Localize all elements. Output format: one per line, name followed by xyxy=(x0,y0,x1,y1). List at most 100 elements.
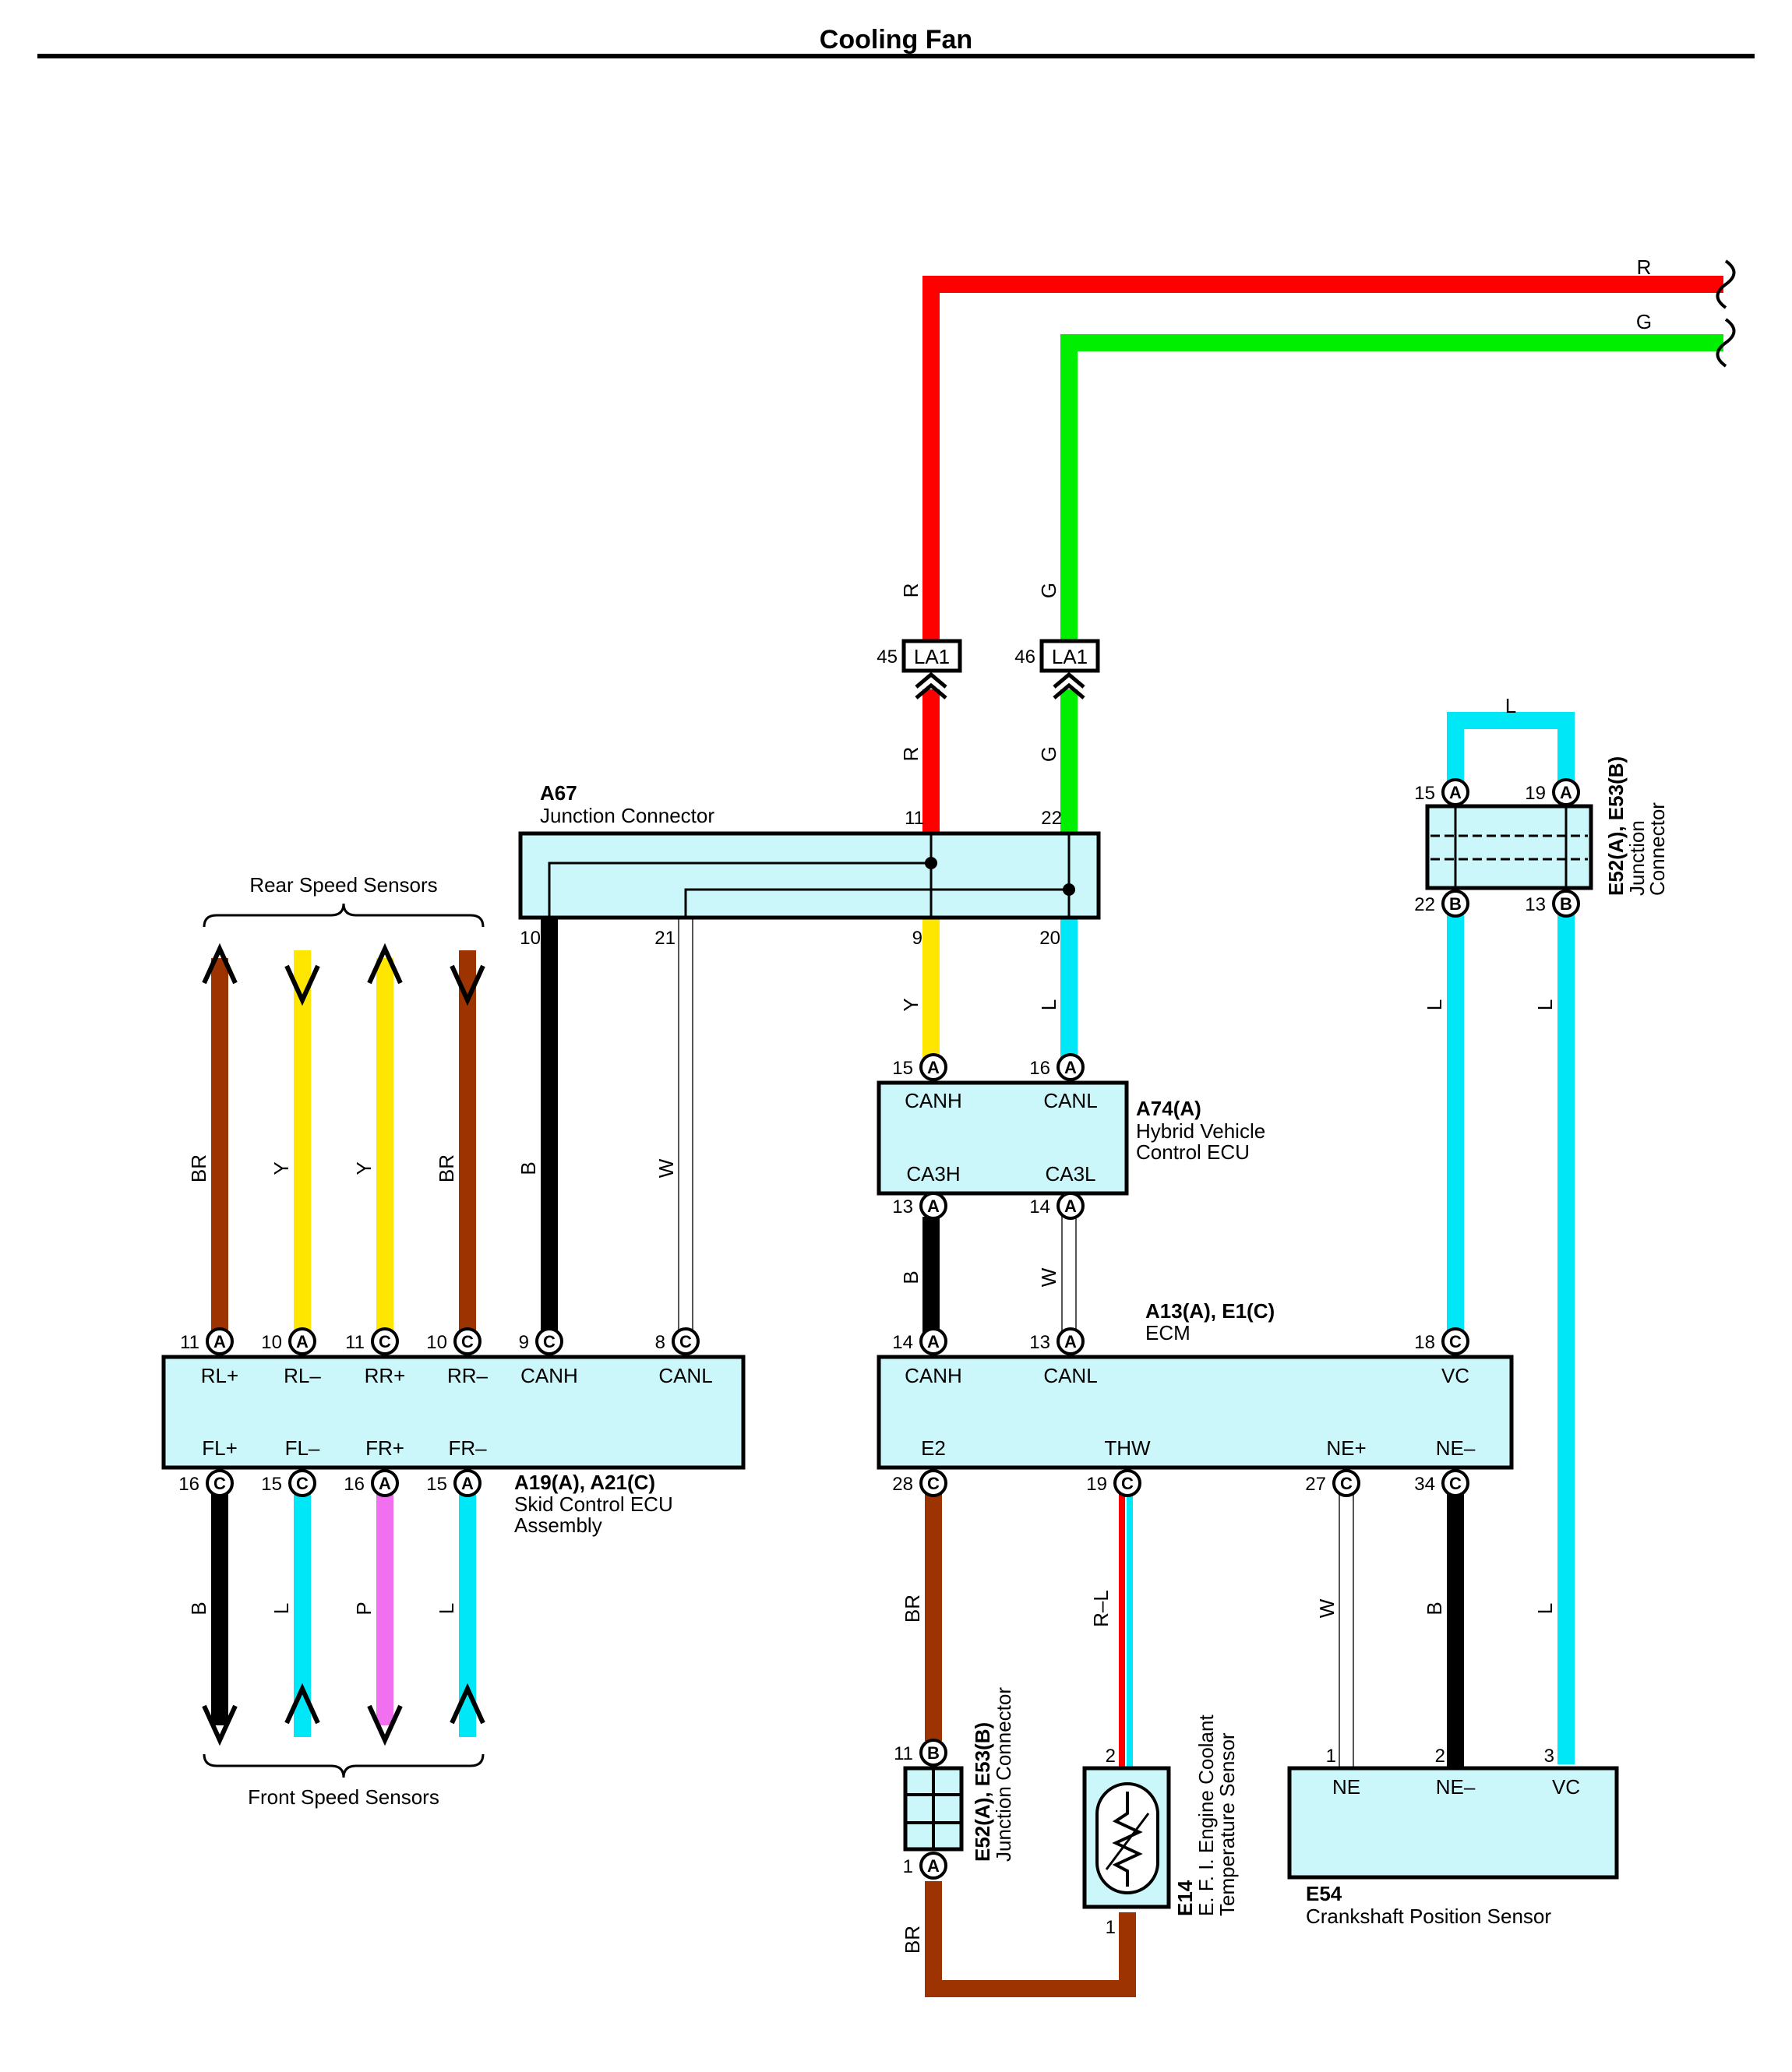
skid-bottom-pin-2: C 15 xyxy=(261,1469,316,1497)
label-y2: Y xyxy=(352,1161,376,1175)
a74-pin-13-letter: A xyxy=(927,1196,940,1216)
ecm-pin-13: A 13 xyxy=(1029,1327,1085,1355)
a74-pin-14-letter: A xyxy=(1064,1196,1077,1216)
front-sensors-label: Front Speed Sensors xyxy=(248,1785,439,1809)
jc-top-pin-13-letter: B xyxy=(1560,894,1572,914)
e54-pin-3: 3 xyxy=(1544,1746,1554,1767)
rear-arrow-y-rr xyxy=(367,943,403,985)
jc-bottom-pin-1: A 1 xyxy=(903,1852,947,1880)
skid-top-pin-5: C 9 xyxy=(519,1327,563,1355)
label-l-right: L xyxy=(1533,999,1557,1010)
ecm-pin-28-mark xyxy=(919,1469,947,1497)
skid-bottom-pin-4-num: 15 xyxy=(426,1474,447,1495)
ecm: A13(A), E1(C) ECM CANH CANL VC E2 THW NE… xyxy=(877,1299,1514,1497)
jc-top-pin-13-num: 13 xyxy=(1525,894,1546,915)
rear-sensors-brace xyxy=(203,903,485,928)
ecm-terminal-canh: CANH xyxy=(905,1364,962,1387)
front-sensors-brace xyxy=(203,1753,485,1778)
jc-top-code: E52(A), E53(B) xyxy=(1604,756,1628,896)
la1-right-box xyxy=(1039,639,1100,673)
label-br1: BR xyxy=(187,1154,210,1182)
label-r-upper: R xyxy=(899,583,922,598)
wire-labels: R G R G R G L L L Y L BR Y Y BR B W B W … xyxy=(187,255,1652,1954)
jc-top-pin-15-mark xyxy=(1441,778,1469,806)
ecm-pin-27: C 27 xyxy=(1305,1469,1360,1497)
a74-code: A74(A) xyxy=(1136,1097,1201,1120)
a67-pin-20: 20 xyxy=(1039,928,1060,949)
a74-pin-16-mark xyxy=(1057,1053,1085,1081)
a67-pin-22: 22 xyxy=(1041,808,1062,829)
e54-pin-2: 2 xyxy=(1435,1746,1445,1767)
la1-right-name: LA1 xyxy=(1052,645,1088,668)
ecm-pin-13-num: 13 xyxy=(1029,1332,1050,1353)
jc-bottom-pin-1-letter: A xyxy=(927,1856,940,1876)
ecm-code: A13(A), E1(C) xyxy=(1145,1299,1275,1323)
skid-top-pin-2-mark xyxy=(288,1327,316,1355)
a67-splice-1 xyxy=(925,857,937,869)
jc-top-pin-19-num: 19 xyxy=(1525,783,1546,804)
wire-w-ne xyxy=(1339,1493,1354,1769)
a74-pin-16-letter: A xyxy=(1064,1058,1077,1077)
rear-arrow-y-rl xyxy=(284,964,320,1006)
e14-name-2: Temperature Sensor xyxy=(1215,1732,1239,1916)
skid-top-pin-6-mark xyxy=(672,1327,700,1355)
la1-left-name: LA1 xyxy=(914,645,950,668)
a67-pin-10: 10 xyxy=(520,928,541,949)
skid-terminal-rlp: RL+ xyxy=(201,1364,238,1387)
label-b-hv: B xyxy=(899,1270,922,1284)
wire-g-top xyxy=(1060,334,1723,654)
ecm-pin-19: C 19 xyxy=(1086,1469,1141,1497)
a67-code: A67 xyxy=(540,781,577,805)
skid-terminal-frn: FR– xyxy=(448,1436,487,1460)
ecm-pin-13-letter: A xyxy=(1064,1332,1077,1351)
label-y1: Y xyxy=(270,1161,293,1175)
label-l-jc: L xyxy=(1037,999,1060,1010)
label-r-top: R xyxy=(1637,255,1652,279)
skid-top-pin-4-letter: C xyxy=(461,1332,474,1351)
e14-pin-1: 1 xyxy=(1106,1917,1116,1938)
la1-left-chevron xyxy=(915,671,947,699)
e54-terminal-vc: VC xyxy=(1552,1775,1580,1799)
label-w-canl: W xyxy=(654,1158,678,1178)
break-g xyxy=(1716,318,1736,368)
jc-bottom-connector: B 11 A 1 E52(A), E53(B) Junction Connect… xyxy=(894,1687,1015,1880)
ecm-pin-19-mark xyxy=(1113,1469,1141,1497)
a74-pin-13: A 13 xyxy=(892,1192,947,1220)
skid-terminal-rrp: RR+ xyxy=(365,1364,406,1387)
a74-pin-15-letter: A xyxy=(927,1058,940,1077)
ecm-pin-18: C 18 xyxy=(1414,1327,1469,1355)
ecm-terminal-canl: CANL xyxy=(1043,1364,1097,1387)
jc-top-pin-15-num: 15 xyxy=(1414,783,1435,804)
skid-top-pin-2: A 10 xyxy=(261,1327,316,1355)
label-br2: BR xyxy=(435,1154,458,1182)
rear-arrow-br-rr xyxy=(450,964,485,1006)
ecm-pin-18-letter: C xyxy=(1449,1332,1462,1351)
a74-pin-16: A 16 xyxy=(1029,1053,1085,1081)
la1-left-pin: 45 xyxy=(877,647,898,668)
jc-top-pin-22-mark xyxy=(1441,890,1469,918)
jc-top-pin-19-mark xyxy=(1552,778,1580,806)
wire-w-hv xyxy=(1061,1216,1077,1341)
a74-pin-14-mark xyxy=(1057,1192,1085,1220)
skid-terminal-rrn: RR– xyxy=(447,1364,489,1387)
skid-terminal-fln: FL– xyxy=(285,1436,320,1460)
a74-pin-15-num: 15 xyxy=(892,1058,913,1079)
a74-hybrid-ecu: CANH CANL CA3H CA3L A74(A) Hybrid Vehicl… xyxy=(877,1053,1265,1220)
e14-coolant-sensor: 2 1 E14 E. F. I. Engine Coolant Temperat… xyxy=(1082,1714,1239,1938)
ecm-terminal-nep: NE+ xyxy=(1326,1436,1366,1460)
skid-box xyxy=(161,1355,746,1470)
skid-bottom-pin-2-num: 15 xyxy=(261,1474,282,1495)
label-l-vc: L xyxy=(1533,1603,1557,1614)
e54-terminal-ne: NE xyxy=(1332,1775,1360,1799)
front-arrow-b-fl xyxy=(202,1704,238,1746)
ecm-pin-19-letter: C xyxy=(1121,1474,1134,1493)
jc-top-pin-19: A 19 xyxy=(1525,778,1580,806)
jc-top-connector: A 15 A 19 B 22 B 13 E52(A), E53(B) Junct… xyxy=(1414,756,1669,918)
wire-l-loop xyxy=(1447,712,1575,791)
e14-resistor-icon xyxy=(1112,1792,1143,1887)
skid-top-pin-5-num: 9 xyxy=(519,1332,529,1353)
jc-top-pin-22-letter: B xyxy=(1449,894,1462,914)
label-g-upper: G xyxy=(1037,583,1060,598)
a67-splice-2 xyxy=(1063,883,1075,896)
skid-top-pin-5-mark xyxy=(535,1327,563,1355)
